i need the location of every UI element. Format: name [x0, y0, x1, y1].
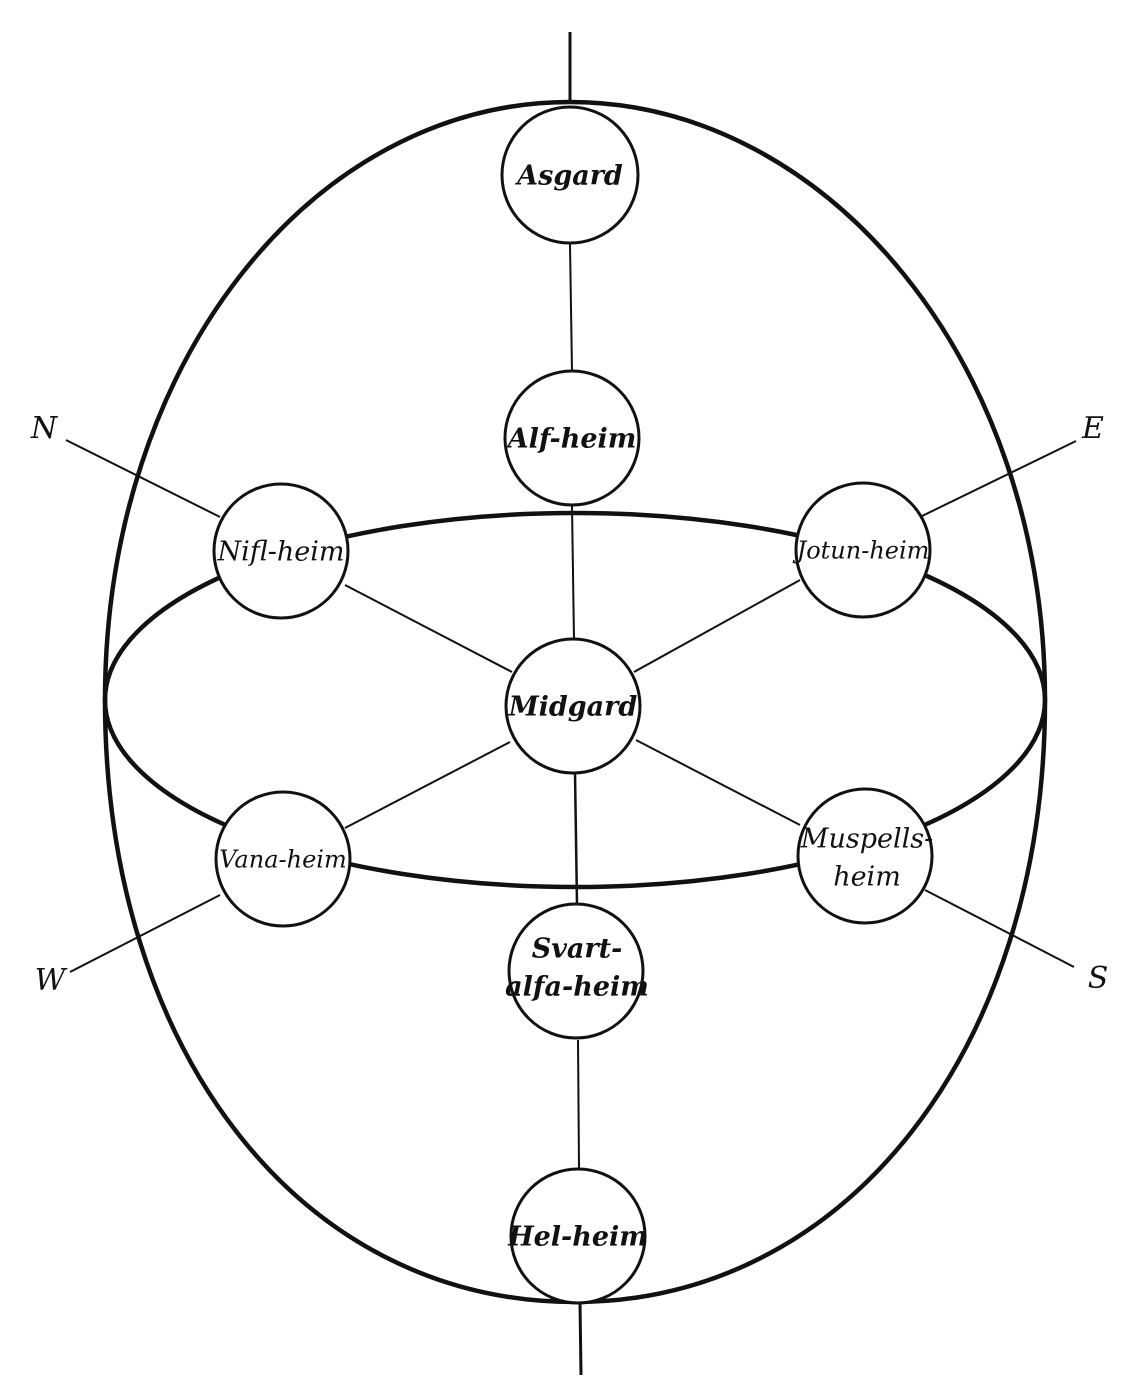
- axis-asgard-alfheim: [569, 243, 573, 373]
- direction-north-label: N: [30, 411, 59, 446]
- world-vanaheim[interactable]: Vana-heim: [214, 790, 352, 928]
- midgard-niflheim-spoke: [344, 584, 513, 673]
- world-jotunheim-label: Jotun-heim: [792, 537, 930, 565]
- midgard-jotunheim-spoke: [633, 579, 801, 673]
- axis-svartalfaheim-helheim: [577, 1039, 580, 1169]
- world-asgard-label: Asgard: [514, 161, 623, 192]
- world-alfheim-label: Alf-heim: [505, 424, 637, 455]
- world-svartalfaheim[interactable]: Svart- alfa-heim: [505, 902, 649, 1040]
- midgard-muspellsheim-spoke: [635, 739, 801, 826]
- west-direction-line: [69, 894, 221, 973]
- axis-midgard-svartalfaheim: [573, 772, 579, 905]
- world-vanaheim-label: Vana-heim: [219, 846, 346, 874]
- world-midgard[interactable]: Midgard: [504, 637, 642, 775]
- south-direction-line: [924, 889, 1075, 968]
- world-asgard[interactable]: Asgard: [500, 105, 640, 245]
- world-niflheim[interactable]: Nifl-heim: [212, 482, 350, 620]
- midgard-vanaheim-spoke: [344, 741, 511, 829]
- world-midgard-label: Midgard: [508, 692, 638, 723]
- world-helheim[interactable]: Hel-heim: [507, 1167, 648, 1305]
- world-alfheim[interactable]: Alf-heim: [503, 369, 641, 507]
- world-muspellsheim-label-line1: Muspells-: [800, 824, 933, 855]
- world-svartalfaheim-label-line2: alfa-heim: [505, 972, 649, 1003]
- direction-east-label: E: [1081, 411, 1104, 446]
- world-helheim-label: Hel-heim: [507, 1222, 648, 1253]
- world-niflheim-label: Nifl-heim: [217, 537, 345, 568]
- world-svartalfaheim-label-line1: Svart-: [532, 934, 623, 965]
- world-muspellsheim[interactable]: Muspells- heim: [796, 787, 934, 925]
- direction-south-label: S: [1088, 961, 1109, 996]
- world-muspellsheim-label-line2: heim: [833, 862, 901, 893]
- north-direction-line: [65, 439, 221, 518]
- east-direction-line: [919, 440, 1077, 518]
- axis-alfheim-midgard: [571, 505, 575, 641]
- midgard-plane-ellipse: [102, 510, 1048, 890]
- direction-west-label: W: [35, 963, 68, 998]
- world-jotunheim[interactable]: Jotun-heim: [792, 481, 932, 619]
- axis-bottom: [578, 1301, 583, 1376]
